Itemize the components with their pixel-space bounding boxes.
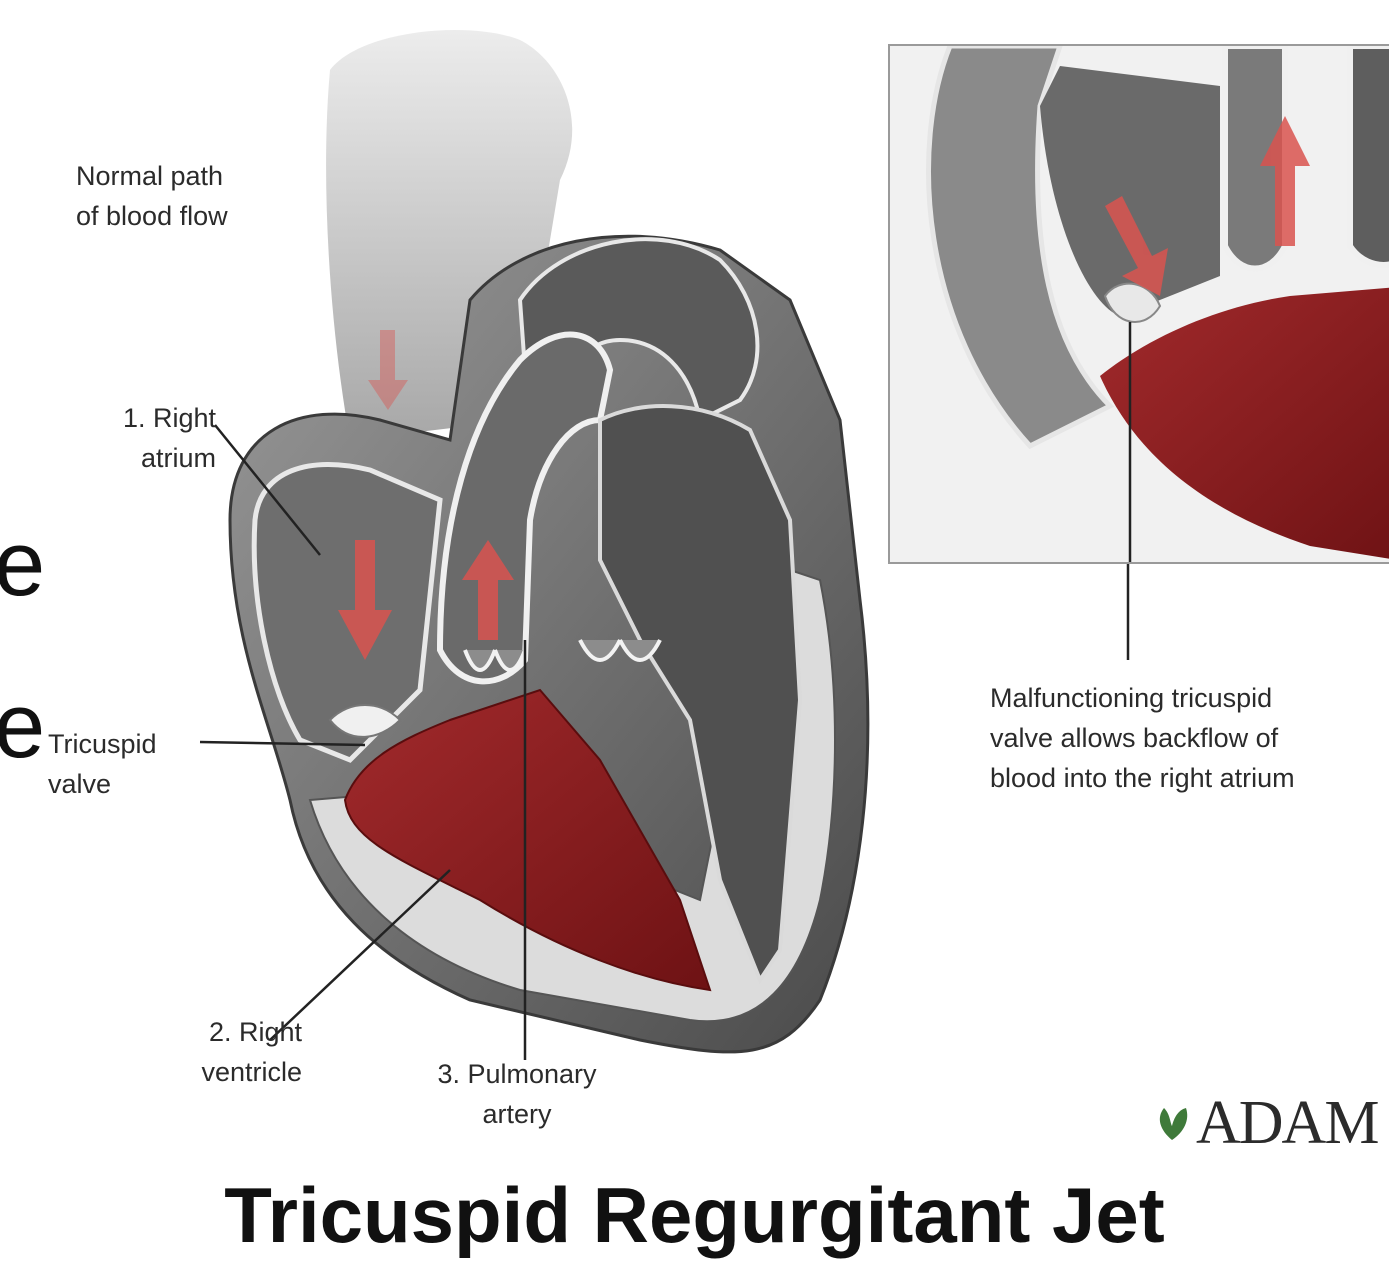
label-normal-path: Normal path of blood flow bbox=[76, 156, 228, 236]
label-right-ventricle: 2. Right ventricle bbox=[134, 1012, 302, 1092]
inset-illustration bbox=[890, 46, 1389, 562]
label-malfunction: Malfunctioning tricuspid valve allows ba… bbox=[990, 678, 1295, 798]
label-right-atrium: 1. Right atrium bbox=[86, 398, 216, 478]
adam-leaf-icon bbox=[1150, 1100, 1194, 1144]
slide-caption: Tricuspid Regurgitant Jet bbox=[0, 1170, 1389, 1261]
label-tricuspid-valve: Tricuspid valve bbox=[48, 724, 157, 804]
inset-right-wall bbox=[1350, 46, 1389, 265]
label-pulmonary-artery: 3. Pulmonary artery bbox=[414, 1054, 620, 1134]
adam-logo: ADAM bbox=[1196, 1088, 1377, 1159]
inset-detail-panel bbox=[888, 44, 1389, 564]
